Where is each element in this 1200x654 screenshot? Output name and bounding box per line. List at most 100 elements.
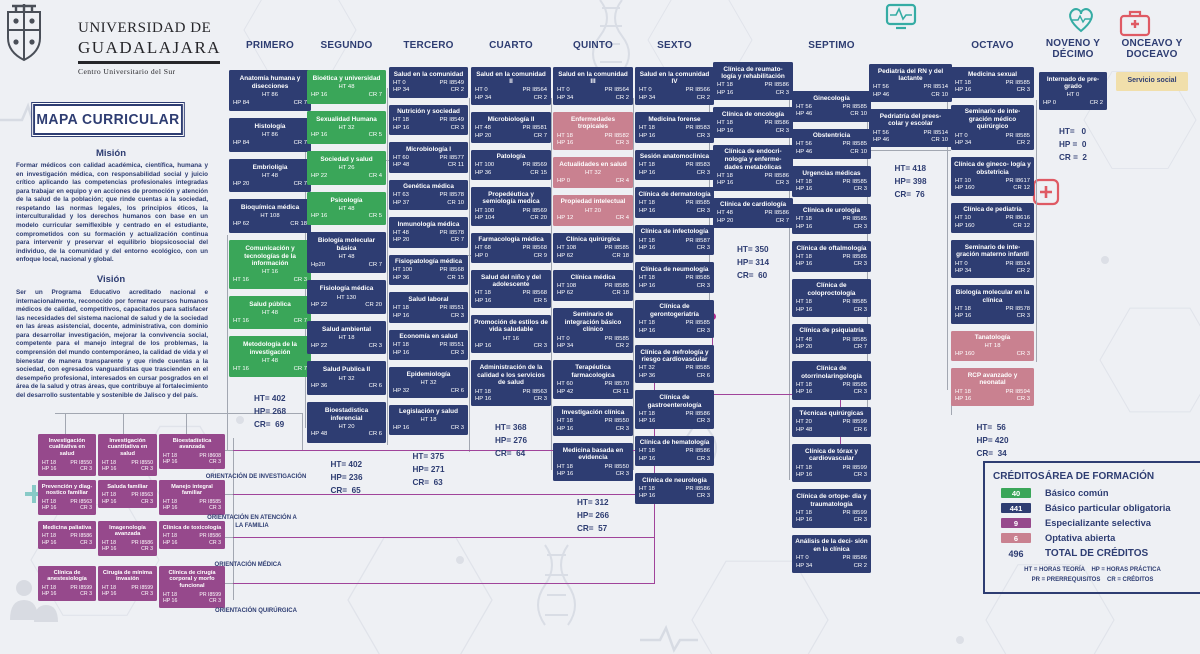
course-box: Clínica de reumato- logía y rehabilitaci… <box>713 62 793 101</box>
course-title: Clínica de gineco- logía y obstetricia <box>954 160 1031 176</box>
course-title: Servicio social <box>1127 76 1177 84</box>
column-header-septimo: SEPTIMO <box>808 40 855 51</box>
course-hours-row: HT 18 <box>338 335 355 342</box>
column-header-sexto_a: SEXTO <box>657 40 692 51</box>
legend-label: TOTAL DE CRÉDITOS <box>1045 548 1149 559</box>
course-title: Sesión anatomoclinica <box>639 153 710 161</box>
course-title: Salud del niño y del adolescente <box>480 273 541 289</box>
course-title: Salud en la comunidad III <box>558 70 628 86</box>
course-title: Microbiología II <box>487 115 535 123</box>
course-box: Seminario de inte- gración materno infan… <box>951 240 1034 279</box>
course-title: Salud ambiental <box>321 325 371 333</box>
course-title: Medicina paliativa <box>42 524 92 531</box>
course-hours-row: HT 0 <box>1066 92 1080 99</box>
course-hours-row: HT 20 <box>585 207 601 214</box>
course-title: Investigación clínica <box>561 409 625 417</box>
course-title: Inmunología médica <box>397 220 460 228</box>
course-title: Clínica de gastroenterología <box>647 393 702 409</box>
legend-col2-header: ÁREA DE FORMACIÓN <box>1045 471 1155 482</box>
course-title: Pediatría del RN y del lactante <box>877 67 944 83</box>
course-title: Farmacología médica <box>478 236 544 243</box>
connector-line <box>65 413 66 436</box>
column-header-cuarto: CUARTO <box>489 40 533 51</box>
course-title: Clínica de infectología <box>640 228 709 236</box>
course-title: Anatomía humana y disecciones <box>239 75 301 90</box>
course-hours-row: HT 48 <box>262 309 278 316</box>
legend-footnote-1: HT = HORAS TEORÍA HP = HORAS PRÁCTICA <box>1024 567 1161 573</box>
course-title: Promoción de estilos de vida saludable <box>474 318 548 334</box>
course-title: Enfermedades tropicales <box>570 115 616 131</box>
course-hours-row: HT 86 <box>262 132 278 139</box>
course-title: Clínica médica <box>570 273 616 281</box>
course-hours-row: HT 32 <box>338 375 355 382</box>
red-cross-icon <box>1032 178 1060 206</box>
legend-credit-chip: 40 <box>1001 488 1031 498</box>
course-hours-row: HT 48 <box>338 205 355 212</box>
course-title: Sociedad y salud <box>320 156 373 164</box>
connector-line <box>469 98 470 452</box>
course-title: Sexualidad Humana <box>316 115 377 123</box>
